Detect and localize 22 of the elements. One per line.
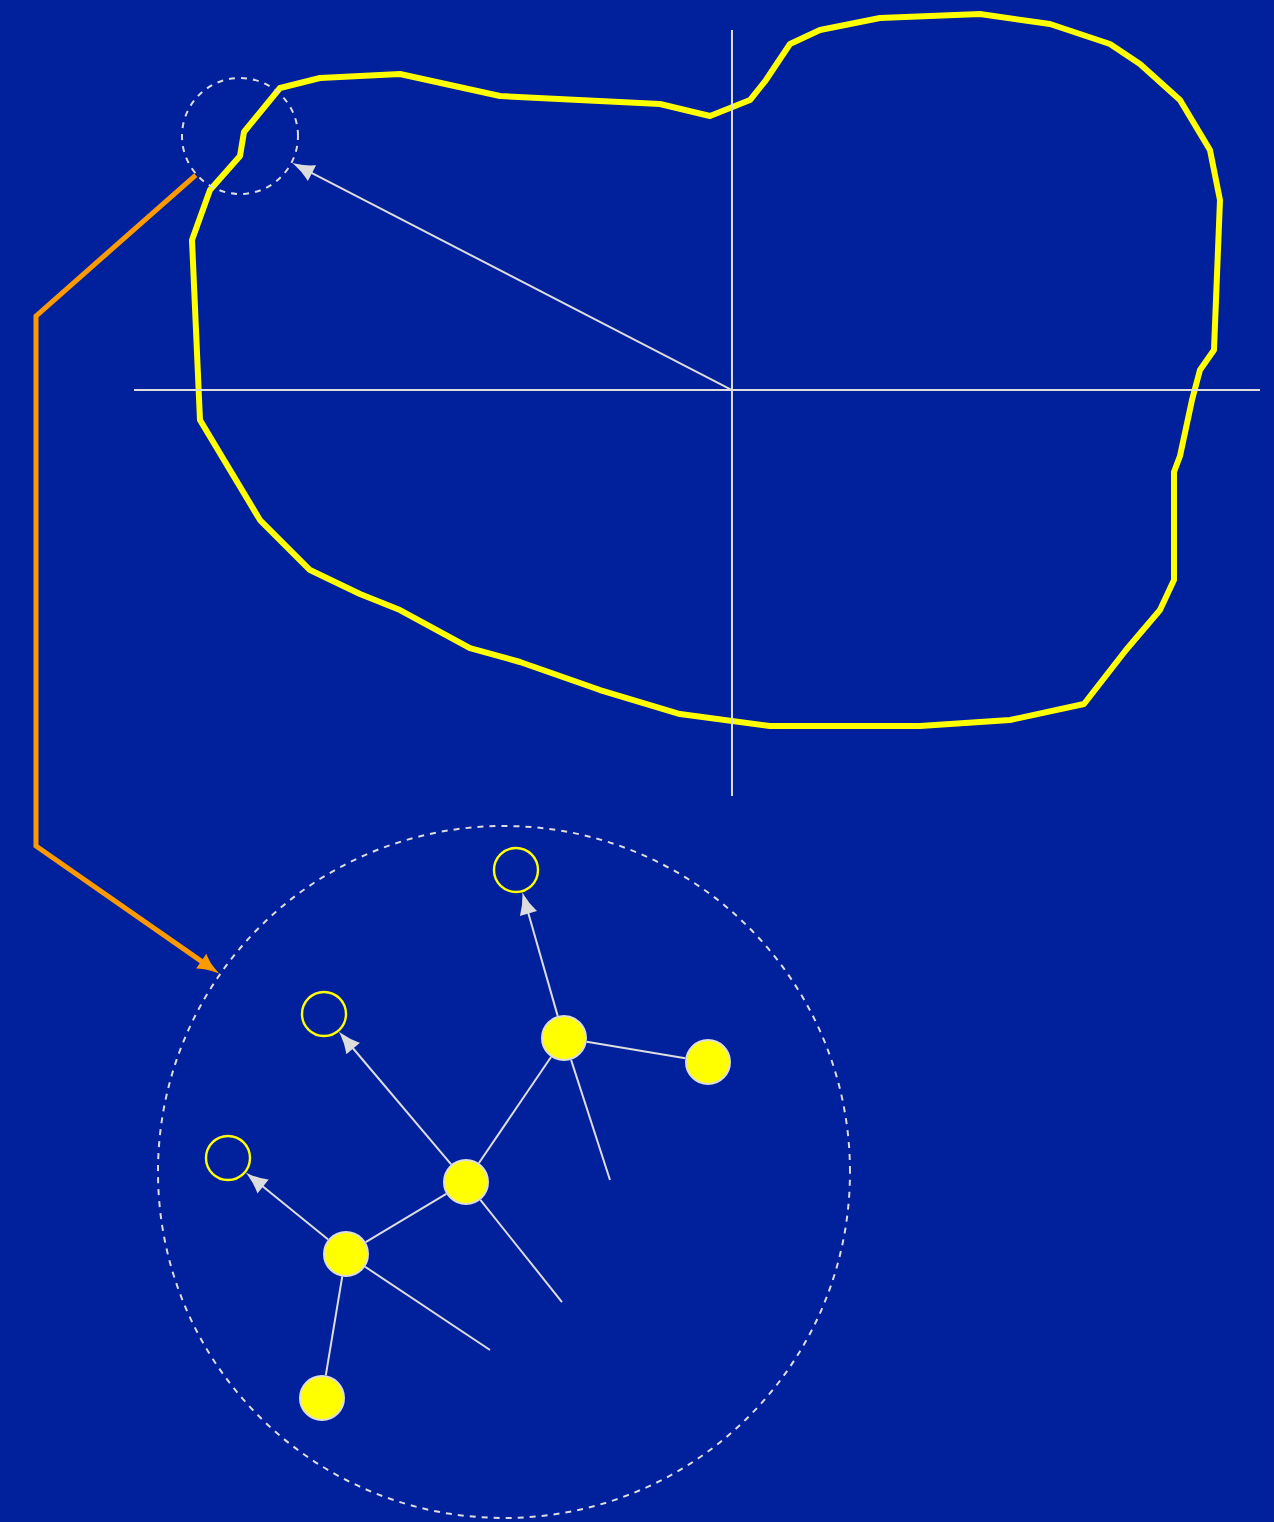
connector-line <box>364 1192 448 1244</box>
arrow <box>340 1033 453 1166</box>
dot <box>685 1039 731 1085</box>
connector-line <box>364 1265 491 1351</box>
arrow <box>294 163 733 391</box>
ring <box>300 990 348 1038</box>
connector-line <box>479 1198 563 1303</box>
dot <box>443 1159 489 1205</box>
connector-line <box>570 1058 611 1181</box>
dashed-circle <box>181 77 299 195</box>
arrow <box>33 173 215 972</box>
arrow <box>247 1174 330 1241</box>
arrow <box>520 894 559 1017</box>
dashed-circle <box>157 825 851 1519</box>
dot <box>299 1375 345 1421</box>
ring <box>204 1134 252 1182</box>
connector-line <box>324 1275 344 1377</box>
connector-line <box>477 1056 553 1164</box>
connector-line <box>585 1040 687 1060</box>
dot <box>541 1015 587 1061</box>
dot <box>323 1231 369 1277</box>
ring <box>492 846 540 894</box>
